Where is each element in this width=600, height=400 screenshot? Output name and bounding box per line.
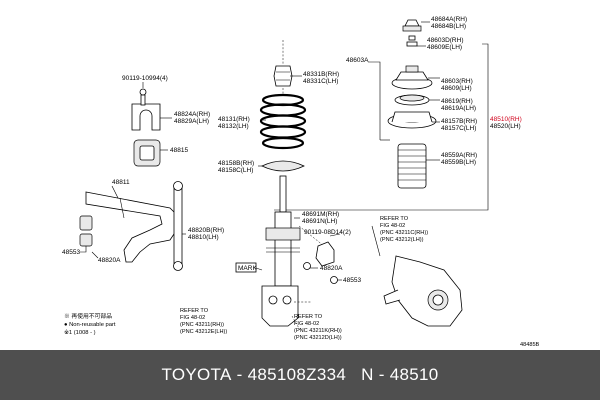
stabilizer-bushing-part [133, 139, 161, 167]
mark-label: MARK [235, 262, 257, 273]
callout-48603d-rh: 48603D(RH) [427, 37, 464, 44]
stabilizer-link-bushing-part [303, 241, 338, 284]
refer-block-bottom-left: REFER TO FIG 48-02 (PNC 43211(RH)) (PNC … [180, 308, 227, 335]
brand-name: TOYOTA [161, 365, 232, 384]
svg-text:※ 再使用不可部品: ※ 再使用不可部品 [64, 312, 112, 320]
callout-48609-lh: 48609(LH) [441, 85, 472, 92]
callout-90119-10994: 90119-10994(4) [122, 75, 168, 82]
callout-48603a: 48603A [346, 57, 369, 64]
callout-48619-rh: 48619(RH) [441, 98, 473, 105]
callout-48132-lh: 48132(LH) [218, 123, 249, 130]
center-dashed-leaders [282, 40, 325, 331]
shock-absorber-part [261, 175, 301, 327]
svg-text:MARK: MARK [238, 265, 257, 272]
bushing-bracket-part [131, 88, 161, 131]
callout-48553-mid: 48553 [343, 277, 361, 284]
svg-text:※1 (1008 - ): ※1 (1008 - ) [64, 329, 96, 336]
svg-text:REFER TO: REFER TO [380, 216, 409, 222]
svg-text:● Non-reusable part: ● Non-reusable part [64, 322, 116, 328]
callout-48603-rh: 48603(RH) [441, 78, 473, 85]
callout-48619a-lh: 48619A(LH) [441, 105, 476, 112]
callout-48553-left: 48553 [62, 249, 80, 256]
callout-48559-rh: 48559A(RH) [441, 152, 477, 159]
left-bushing-small-part [79, 215, 93, 247]
exploded-parts-diagram: 48684A(RH) 48684B(LH) 48603D(RH) 48609E(… [62, 16, 540, 348]
bearing-cap-part [406, 35, 418, 47]
svg-text:(PNC 43211K(RH)): (PNC 43211K(RH)) [294, 328, 342, 334]
callout-48131-rh: 48131(RH) [218, 116, 250, 123]
svg-text:REFER TO: REFER TO [294, 314, 323, 320]
callout-48820a-mid: 48820A [320, 265, 343, 272]
separator: - [231, 365, 248, 384]
callout-48811: 48811 [112, 179, 130, 186]
catalog-reference: 48510 [389, 365, 439, 384]
svg-text:FIG 48-02: FIG 48-02 [180, 315, 205, 321]
svg-text:FIG 48-02: FIG 48-02 [294, 321, 319, 327]
callout-48609e-lh: 48609E(LH) [427, 44, 462, 51]
svg-text:FIG 48-02: FIG 48-02 [380, 223, 405, 229]
dust-boot-part [397, 143, 427, 189]
upper-support-part [391, 65, 433, 90]
callout-48820a-left: 48820A [98, 257, 121, 264]
separator: N - [346, 365, 390, 384]
callout-48331b-rh: 48331B(RH) [303, 71, 339, 78]
stack-bracket-lines [274, 43, 489, 211]
callout-48810-lh: 48810(LH) [188, 234, 219, 241]
callout-48520-lh: 48520(LH) [490, 123, 521, 130]
svg-text:(PNC 43212D(LH)): (PNC 43212D(LH)) [294, 335, 342, 341]
svg-text:(PNC 43212E(LH)): (PNC 43212E(LH)) [180, 329, 227, 335]
coil-spring-part [259, 93, 307, 150]
leader-lines [80, 21, 440, 281]
legend: ※ 再使用不可部品 ● Non-reusable part ※1 (1008 -… [64, 312, 116, 336]
top-nut-part [402, 19, 422, 32]
callout-48157c-lh: 48157C(LH) [441, 125, 476, 132]
callout-48691n-lh: 48691N(LH) [302, 218, 337, 225]
steering-knuckle-part [383, 255, 463, 327]
callout-48158b-rh: 48158B(RH) [218, 160, 254, 167]
callout-48684-lh: 48684B(LH) [431, 23, 466, 30]
figure-code: 48485B [520, 342, 540, 348]
callout-48510-rh-highlight: 48510(RH) [490, 116, 522, 123]
callout-48820b-rh: 48820B(RH) [188, 227, 224, 234]
svg-text:REFER TO: REFER TO [180, 308, 209, 314]
callout-48815: 48815 [170, 147, 188, 154]
spring-upper-seat-part [387, 111, 437, 129]
callout-48829a-lh: 48829A(LH) [174, 118, 209, 125]
bump-stop-part [273, 65, 293, 87]
callout-48824a-rh: 48824A(RH) [174, 111, 210, 118]
lower-spring-insulator-part [261, 160, 305, 172]
callout-90119-08d14: 90119-08D14(2) [304, 229, 351, 236]
callout-48158c-lh: 48158C(LH) [218, 167, 253, 174]
svg-text:(PNC 43212(LH)): (PNC 43212(LH)) [380, 237, 424, 243]
callout-48331c-lh: 48331C(LH) [303, 78, 338, 85]
stabilizer-bar-part [85, 191, 179, 263]
bearing-part [394, 94, 430, 106]
refer-block-right: REFER TO FIG 48-02 (PNC 43211C(RH)) (PNC… [380, 216, 428, 243]
stabilizer-link-part [173, 181, 183, 271]
callout-48684-rh: 48684A(RH) [431, 16, 467, 23]
callout-48691m-rh: 48691M(RH) [302, 211, 339, 218]
svg-text:(PNC 43211(RH)): (PNC 43211(RH)) [180, 322, 224, 328]
svg-text:(PNC 43211C(RH)): (PNC 43211C(RH)) [380, 230, 428, 236]
part-number-footer: TOYOTA - 485108Z334 N - 48510 [0, 350, 600, 400]
part-number: 485108Z334 [247, 365, 347, 384]
callout-48157-rh: 48157B(RH) [441, 118, 477, 125]
refer-block-bottom-mid: REFER TO FIG 48-02 (PNC 43211K(RH)) (PNC… [294, 314, 342, 341]
callout-48559b-lh: 48559B(LH) [441, 159, 476, 166]
